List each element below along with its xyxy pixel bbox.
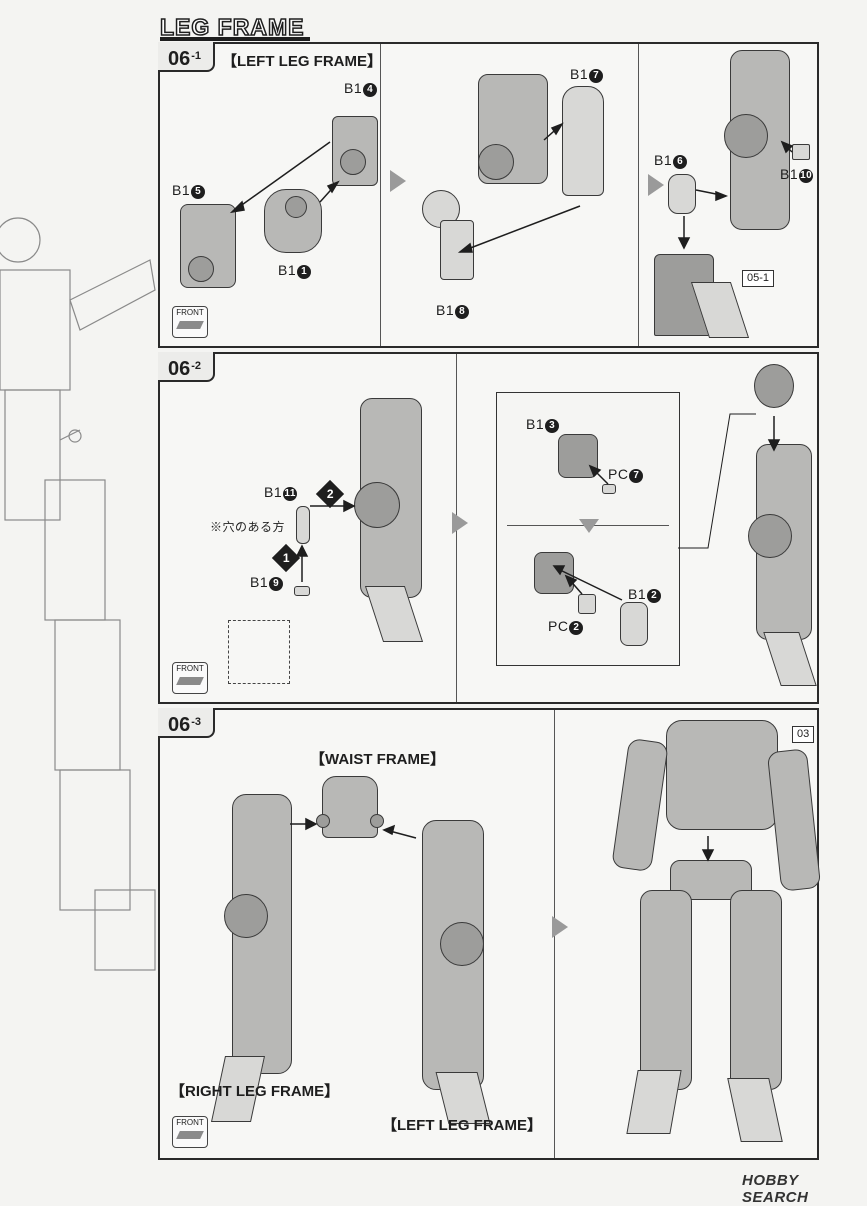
waist-frame-label: 【WAIST FRAME】 (310, 751, 445, 768)
assembly-arrows (290, 817, 715, 862)
reference-03: 03 (792, 726, 815, 743)
upper-leg-joint (478, 144, 514, 180)
title-underline (160, 37, 310, 41)
step-06-1-tab: 06-1 (158, 42, 216, 72)
assembled-left-leg (730, 890, 782, 1090)
reference-05-1: 05-1 (742, 270, 775, 287)
left-leg-knee-joint (440, 922, 484, 966)
knee-joint (724, 114, 768, 158)
waist-joint-left (316, 814, 330, 828)
step-number: 06 (168, 358, 191, 380)
b1-7-part (562, 86, 604, 196)
next-arrow-icon (452, 512, 468, 534)
b1-2-part (620, 602, 648, 646)
detail-callout-box (228, 620, 290, 684)
step-06-2-tab: 06-2 (158, 352, 216, 382)
side-robot-sketch (0, 217, 156, 971)
b1-11-part (296, 506, 310, 544)
right-leg-knee-joint (224, 894, 268, 938)
front-indicator: FRONT (172, 306, 208, 338)
b1-3-part (558, 434, 598, 478)
down-arrow-icon (579, 519, 599, 533)
pc2-part (578, 594, 596, 614)
b1-4-joint (340, 149, 366, 175)
step-sub-number: -2 (191, 360, 202, 372)
knee-cap-part (754, 364, 794, 408)
assembled-right-leg (640, 890, 692, 1090)
left-leg-frame-heading: 【LEFT LEG FRAME】 (222, 53, 382, 70)
pc7-part (602, 484, 616, 494)
waist-joint-right (370, 814, 384, 828)
b1-10-part (792, 144, 810, 160)
right-leg-knee (748, 514, 792, 558)
b1-5-joint (188, 256, 214, 282)
step-sub-number: -3 (191, 716, 202, 728)
step-06-3-tab: 06-3 (158, 708, 216, 738)
right-leg-frame-label: 【RIGHT LEG FRAME】 (170, 1083, 340, 1100)
divider (638, 44, 639, 346)
next-arrow-icon (552, 916, 568, 938)
b1-9-part (294, 586, 310, 596)
upper-body-assembly (666, 720, 778, 830)
step-number: 06 (168, 48, 191, 70)
next-arrow-icon (648, 174, 664, 196)
page-title: LEG FRAME (159, 13, 305, 41)
next-arrow-icon (390, 170, 406, 192)
assembly-arrows (295, 413, 781, 601)
left-leg-frame-label: 【LEFT LEG FRAME】 (382, 1117, 542, 1134)
step-number: 06 (168, 714, 191, 736)
waist-frame-part (322, 776, 378, 838)
front-indicator: FRONT (172, 662, 208, 694)
watermark: HOBBY SEARCH (742, 1172, 809, 1206)
b1-1-joint (285, 196, 307, 218)
b1-6-part (668, 174, 696, 214)
hole-side-note: ※穴のある方 (210, 520, 286, 534)
step-sub-number: -1 (191, 50, 202, 62)
step-06-3-panel: 06-3 【WAIST FRAME】 【RIGHT LEG FRAME】 【LE… (158, 708, 822, 1160)
divider (380, 44, 381, 346)
front-indicator: FRONT (172, 1116, 208, 1148)
assembly-arrows (229, 122, 794, 253)
leg-knee-joint (354, 482, 400, 528)
